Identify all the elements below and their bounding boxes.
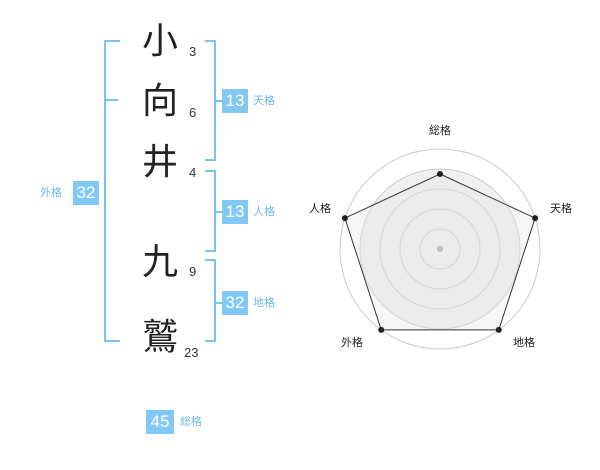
gaikaku-bracket-tick — [104, 99, 118, 101]
soukaku-label: 総格 — [180, 415, 202, 428]
radar-grid-ring-1 — [419, 228, 461, 270]
name-char-3: 井 — [142, 142, 179, 183]
radar-grid-ring-3 — [379, 188, 501, 310]
stroke-count-3: 4 — [189, 165, 197, 180]
chikaku-bracket-tick — [214, 302, 222, 304]
jinkaku-bracket-tick — [214, 211, 222, 213]
radar-axis-label-3: 地格 — [513, 335, 535, 349]
radar-axis-label-1: 総格 — [429, 123, 451, 137]
tenkaku-value-box: 13 — [222, 89, 248, 113]
stroke-count-5: 23 — [184, 345, 199, 360]
name-char-2: 向 — [142, 81, 179, 122]
radar-point-1 — [437, 171, 443, 177]
radar-point-2 — [532, 215, 539, 222]
radar-axis-label-4: 外格 — [341, 335, 363, 349]
chikaku-value-box: 32 — [222, 291, 248, 315]
gaikaku-bracket — [104, 40, 120, 342]
radar-point-3 — [495, 326, 502, 333]
stroke-count-1: 3 — [189, 44, 197, 59]
radar-point-5 — [341, 215, 348, 222]
radar-grid-ring-2 — [399, 208, 481, 290]
tenkaku-label: 天格 — [253, 94, 275, 107]
name-char-4: 九 — [142, 242, 179, 283]
stroke-count-2: 6 — [189, 105, 197, 120]
radar-point-4 — [378, 326, 385, 333]
name-char-5: 鷲 — [142, 317, 179, 358]
radar-axis-label-2: 天格 — [550, 201, 572, 215]
radar-center-dot — [437, 246, 443, 252]
chikaku-bracket — [205, 259, 216, 342]
tenkaku-bracket-tick — [214, 100, 222, 102]
gaikaku-value-box: 32 — [73, 181, 99, 205]
gaikaku-label: 外格 — [40, 186, 62, 199]
jinkaku-value-box: 13 — [222, 200, 248, 224]
soukaku-value-box: 45 — [146, 410, 174, 434]
name-char-1: 小 — [142, 21, 179, 62]
radar-axis-label-5: 人格 — [309, 201, 331, 215]
jinkaku-label: 人格 — [253, 205, 275, 218]
chikaku-label: 地格 — [253, 296, 275, 309]
stroke-count-4: 9 — [189, 264, 197, 279]
